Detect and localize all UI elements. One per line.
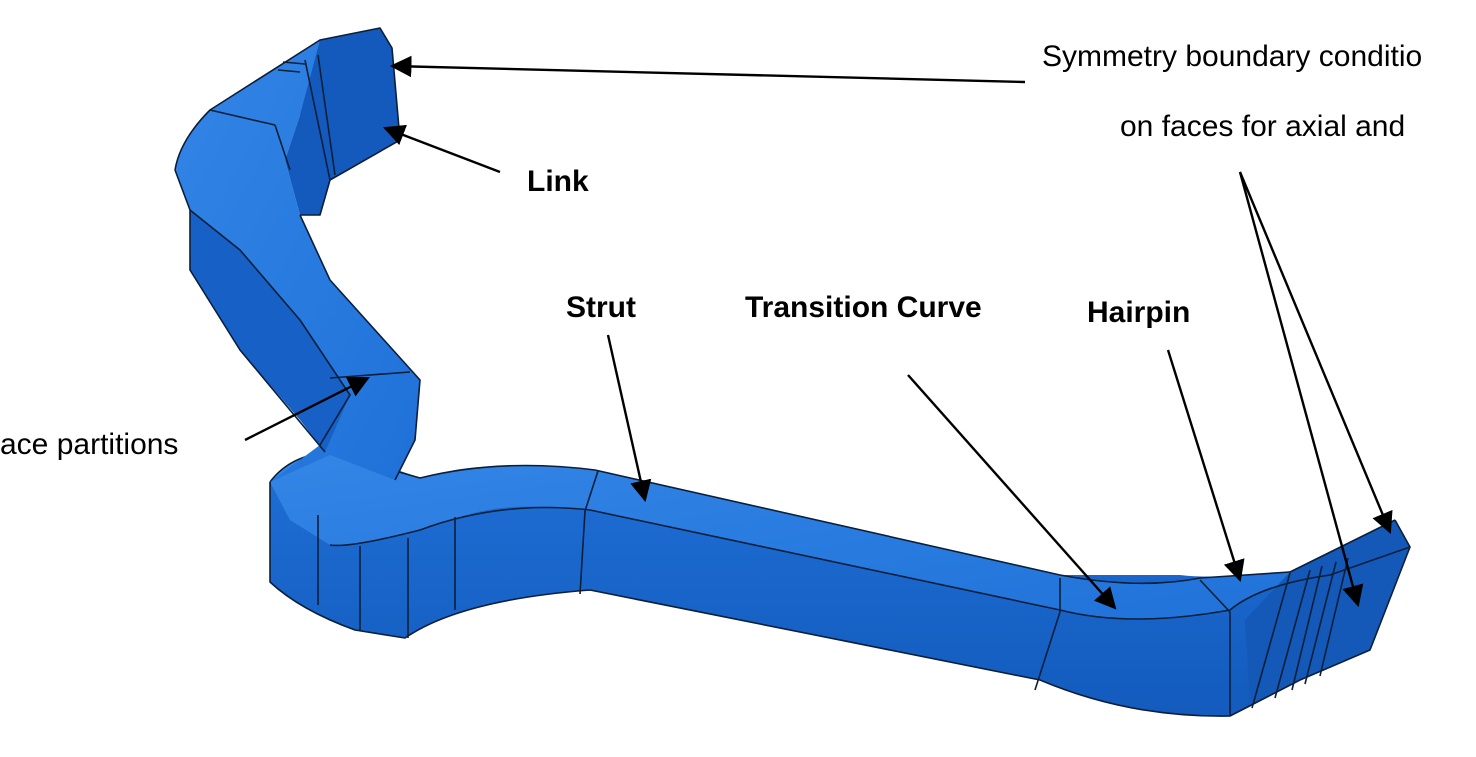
arrow-face-partitions [244,376,370,442]
arrow-symmetry-right-a [1238,171,1393,534]
arrow-transition-curve [907,374,1117,610]
arrow-link [382,124,501,174]
symmetry-label-line2: on faces for axial and [1120,110,1406,143]
arm-side-face [175,170,350,452]
arm-top-face [175,28,420,482]
transition-curve-label: Transition Curve [745,291,982,324]
link-label: Link [527,165,589,198]
symmetry-label-line1: Symmetry boundary conditio [1042,40,1423,73]
arrow-strut [606,334,652,503]
arrow-symmetry-right-b [1238,171,1364,608]
link-end-block [285,28,400,215]
hairpin-label: Hairpin [1087,296,1191,329]
body-side-face [270,455,1405,717]
arrow-hairpin [1166,349,1245,583]
lower-body [269,451,1411,717]
upper-arm [174,27,421,482]
arrow-symmetry-top [389,55,1026,84]
strut-label: Strut [566,291,636,324]
body-top-face [270,452,1410,619]
arrows [244,55,1393,610]
face-partitions-label: ace partitions [0,428,179,461]
